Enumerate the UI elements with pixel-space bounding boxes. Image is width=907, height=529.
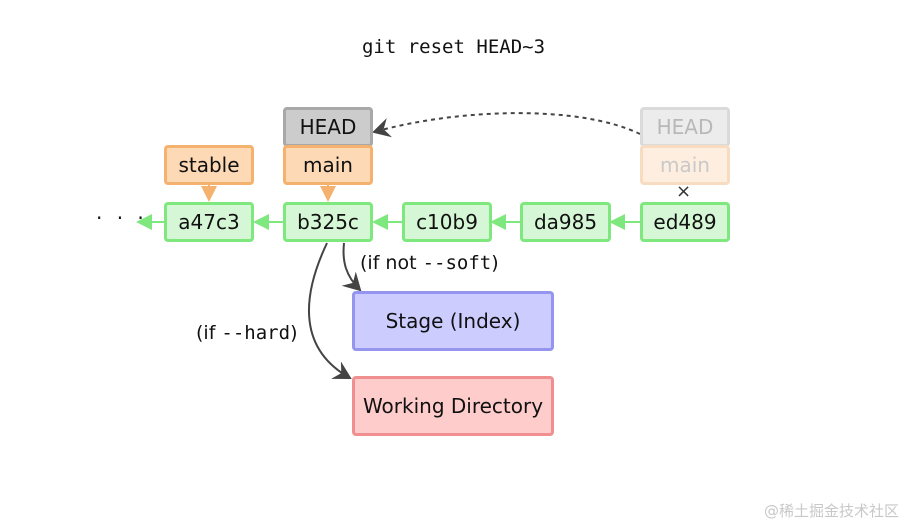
stable-branch: stable [164,145,254,185]
main-branch: main [283,145,373,185]
commit-ed489: ed489 [640,202,730,242]
head-ref: HEAD [283,107,373,147]
edge-b325c-workdir [307,242,352,379]
if-hard-label: (if --hard) [196,322,298,344]
commit-c10b9: c10b9 [402,202,492,242]
old-main-branch: main [640,145,730,185]
removed-marker: × [676,181,692,202]
history-ellipsis: · · · [96,206,148,230]
commit-da985: da985 [520,202,611,242]
if-not-soft-label: (if not --soft) [360,252,499,274]
edge-b325c-stage [341,242,362,292]
stage-index-box: Stage (Index) [352,291,554,351]
commit-a47c3: a47c3 [164,202,254,242]
diagram-title: git reset HEAD~3 [361,36,546,58]
watermark: @稀土掘金技术社区 [763,502,899,520]
working-directory-box: Working Directory [352,376,554,436]
edge-head-move [372,112,641,138]
old-head-ref: HEAD [640,107,730,147]
commit-b325c: b325c [283,202,373,242]
